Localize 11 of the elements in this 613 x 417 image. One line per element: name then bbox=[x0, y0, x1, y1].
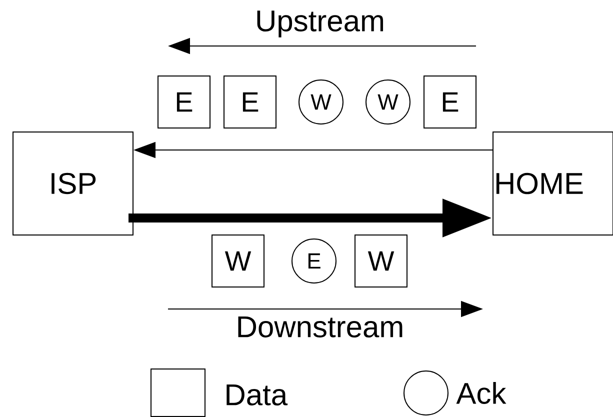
endpoint-box: ISP bbox=[12, 132, 134, 236]
direction-label: Upstream bbox=[257, 10, 384, 38]
legend-label: Ack bbox=[456, 382, 506, 404]
endpoint-box: HOME bbox=[492, 132, 613, 236]
data-box: E bbox=[158, 76, 210, 128]
data-box: W bbox=[354, 234, 408, 288]
legend-label: Data bbox=[226, 384, 288, 406]
direction-label: Downstream bbox=[238, 316, 402, 338]
data-box: E bbox=[224, 76, 276, 128]
data-box: E bbox=[424, 76, 476, 128]
data-box: W bbox=[212, 234, 264, 288]
